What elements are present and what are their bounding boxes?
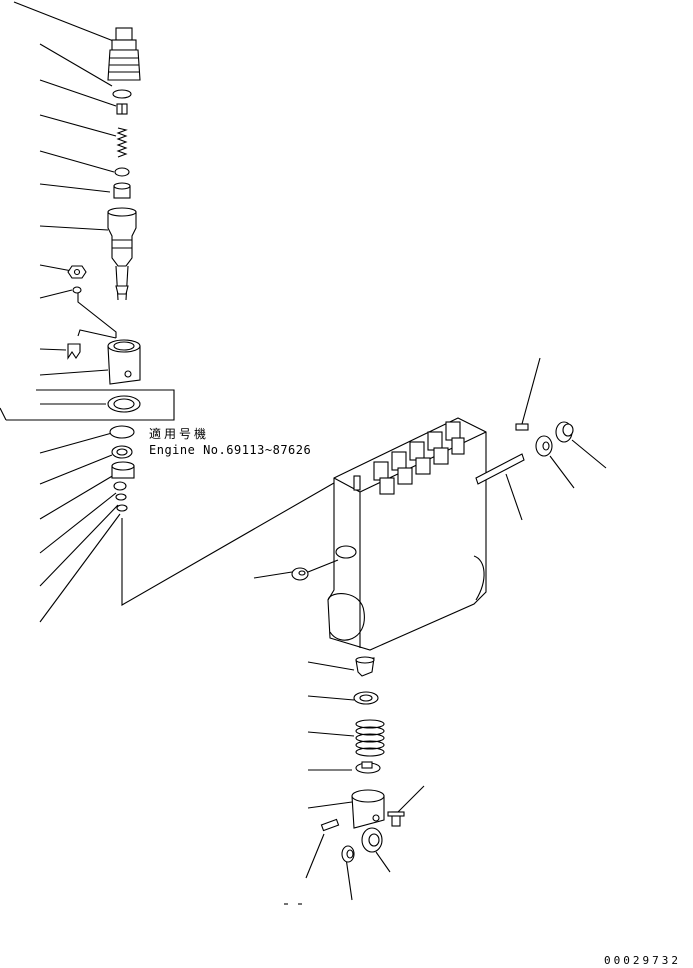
valve-stopper [116, 103, 128, 115]
drawing-number: 00029732 [604, 954, 681, 967]
control-sleeve [107, 339, 141, 385]
washer-small [72, 286, 82, 294]
o-ring-3 [115, 493, 127, 501]
gasket-1 [112, 89, 132, 99]
pin [515, 357, 541, 431]
group-bracket [0, 389, 175, 421]
seal-ring [107, 395, 141, 413]
control-rack [475, 453, 525, 485]
connection-lines [77, 292, 361, 606]
nut-small [67, 265, 87, 279]
plunger-spring [355, 719, 385, 757]
plunger-barrel [107, 207, 137, 301]
tappet [351, 789, 385, 829]
roller-bushing [341, 845, 355, 863]
spring-upper-seat [355, 656, 375, 677]
packing [109, 425, 135, 439]
applicability-label: 適用号機 [149, 427, 210, 441]
engine-serial-label: Engine No.69113~87626 [149, 443, 312, 457]
delivery-valve [113, 182, 131, 199]
o-ring-1 [114, 167, 130, 177]
roller-pin [320, 818, 340, 832]
clamp [67, 343, 81, 360]
spring-lower-seat [355, 761, 381, 774]
rack-leader [505, 473, 523, 521]
delivery-valve-holder [107, 27, 141, 81]
roller [361, 827, 383, 853]
leader-lines-left [13, 1, 121, 623]
washer-1 [111, 445, 133, 459]
pump-outlets [373, 421, 465, 495]
leader-lines-bottom [305, 661, 425, 901]
delivery-valve-spring [116, 127, 128, 158]
guide-bolt [387, 811, 405, 827]
plug [555, 421, 607, 469]
washer-2 [353, 691, 379, 705]
o-ring-4 [116, 504, 128, 512]
spacer [111, 461, 135, 479]
side-plug [253, 559, 339, 581]
cap-washer [535, 435, 575, 489]
injection-pump-body [327, 417, 525, 651]
o-ring-2 [113, 481, 127, 491]
